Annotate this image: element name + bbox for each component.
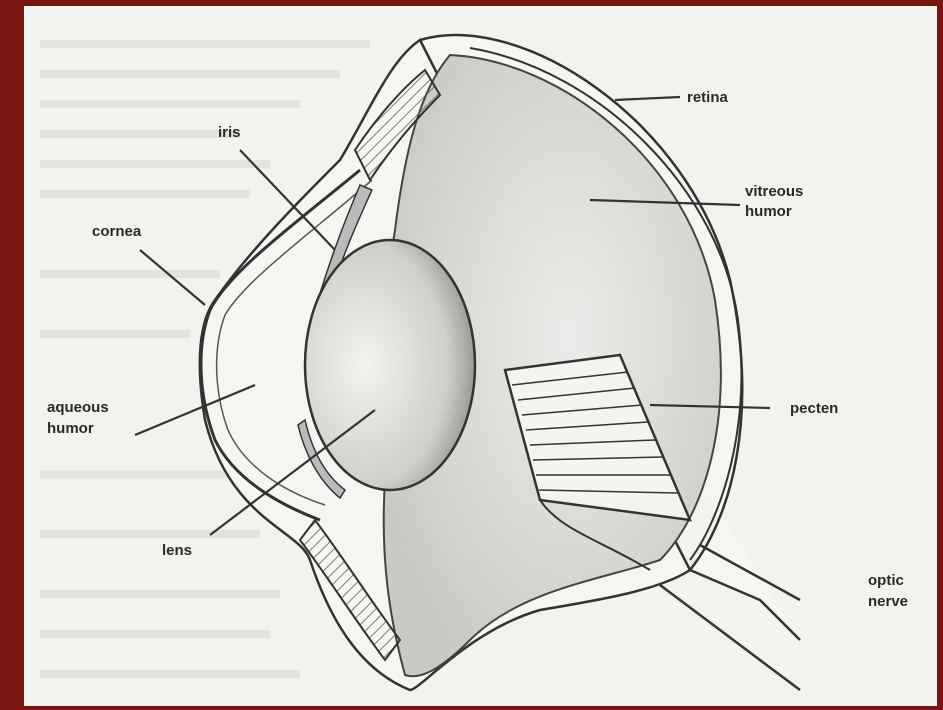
label-pecten: pecten <box>790 400 838 417</box>
label-cornea: cornea <box>92 223 142 240</box>
label-optic-nerve-line2: nerve <box>868 593 908 610</box>
label-retina: retina <box>687 89 729 106</box>
label-aqueous-humor-line1: aqueous <box>47 399 109 416</box>
lens-shape <box>305 240 475 490</box>
label-iris: iris <box>218 124 241 141</box>
label-optic-nerve-line1: optic <box>868 572 904 589</box>
label-aqueous-humor-line2: humor <box>47 420 94 437</box>
label-lens: lens <box>162 542 192 559</box>
eye-globe <box>200 35 800 690</box>
label-vitreous-humor-line2: humor <box>745 203 792 220</box>
label-vitreous-humor-line1: vitreous <box>745 183 803 200</box>
